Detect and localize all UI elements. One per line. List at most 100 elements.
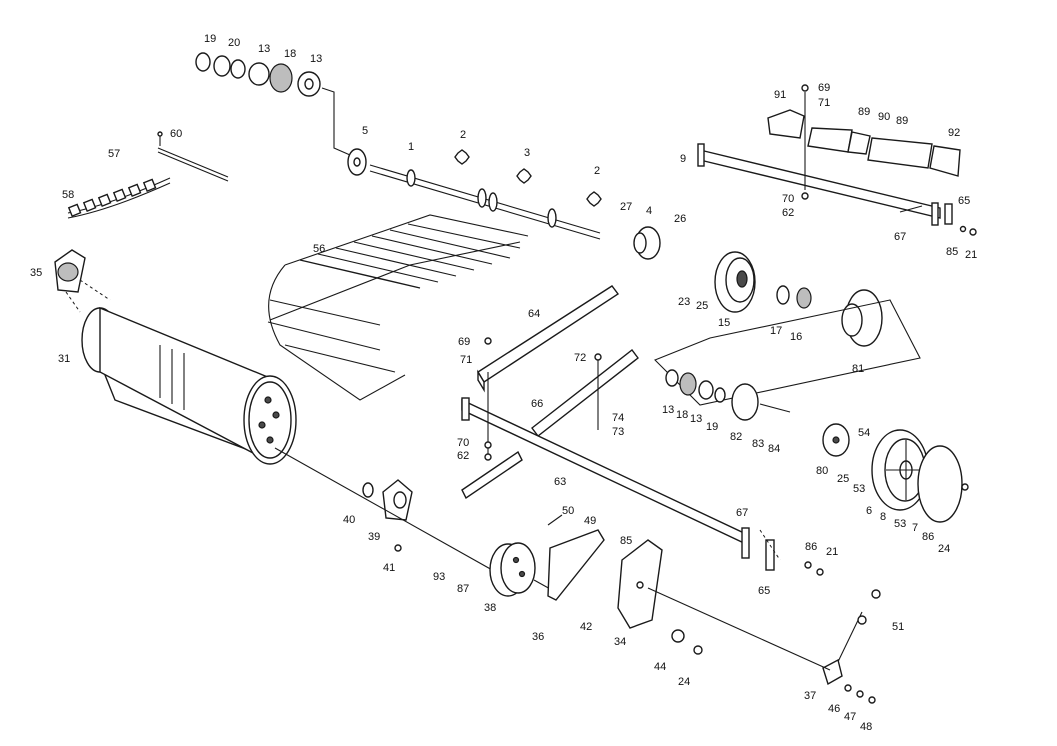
bearing-17-16 [776, 285, 812, 309]
callout-69a: 69 [818, 82, 830, 94]
callout-49: 49 [584, 515, 596, 527]
callout-67b: 67 [736, 507, 748, 519]
callout-86a: 86 [922, 531, 934, 543]
callout-8: 8 [880, 511, 886, 523]
callout-63: 63 [554, 476, 566, 488]
callout-81: 81 [852, 363, 864, 375]
arm-36 [547, 514, 605, 601]
callout-71a: 71 [818, 97, 830, 109]
slat-66 [531, 349, 639, 437]
callout-31: 31 [58, 353, 70, 365]
callout-91: 91 [774, 89, 786, 101]
callout-2a: 2 [460, 129, 466, 141]
callout-19a: 19 [204, 33, 216, 45]
callout-1: 1 [408, 141, 414, 153]
callout-40: 40 [343, 514, 355, 526]
callout-48: 48 [860, 721, 872, 733]
disc-7 [917, 445, 969, 523]
main-shaft [347, 148, 602, 240]
callout-82: 82 [730, 431, 742, 443]
callout-71b: 71 [460, 354, 472, 366]
plate-65-lower [759, 529, 824, 576]
callout-64: 64 [528, 308, 540, 320]
long-bar-63 [461, 337, 750, 559]
callout-46: 46 [828, 703, 840, 715]
callout-56: 56 [313, 243, 325, 255]
callout-17: 17 [770, 325, 782, 337]
callout-39: 39 [368, 531, 380, 543]
callout-93: 93 [433, 571, 445, 583]
callout-70a: 70 [782, 193, 794, 205]
washer-stack-top [195, 52, 351, 156]
conveyor-ladder [267, 214, 529, 401]
callout-84: 84 [768, 443, 780, 455]
callout-6: 6 [866, 505, 872, 517]
callout-24b: 24 [678, 676, 690, 688]
callout-24a: 24 [938, 543, 950, 555]
disc-38 [489, 542, 553, 597]
callout-62b: 62 [457, 450, 469, 462]
callout-16: 16 [790, 331, 802, 343]
callout-53a: 53 [853, 483, 865, 495]
callout-38: 38 [484, 602, 496, 614]
callout-37: 37 [804, 690, 816, 702]
callout-47: 47 [844, 711, 856, 723]
callout-3: 3 [524, 147, 530, 159]
chain-bar-left [67, 131, 229, 219]
callout-15: 15 [718, 317, 730, 329]
bracket-35 [54, 249, 111, 313]
callout-65a: 65 [958, 195, 970, 207]
callout-44: 44 [654, 661, 666, 673]
callout-80: 80 [816, 465, 828, 477]
callout-36: 36 [532, 631, 544, 643]
callout-20: 20 [228, 37, 240, 49]
hub-81 [841, 289, 883, 347]
callout-62a: 62 [782, 207, 794, 219]
callout-2b: 2 [594, 165, 600, 177]
callout-13a: 13 [258, 43, 270, 55]
callout-25b: 25 [837, 473, 849, 485]
callout-19b: 19 [706, 421, 718, 433]
callout-35: 35 [30, 267, 42, 279]
callout-34: 34 [614, 636, 626, 648]
callout-65b: 65 [758, 585, 770, 597]
arm-34 [617, 539, 703, 655]
callout-70b: 70 [457, 437, 469, 449]
callout-9: 9 [680, 153, 686, 165]
callout-58: 58 [62, 189, 74, 201]
callout-labels: 19 20 13 18 13 60 57 58 5 1 2 3 2 91 69 … [30, 33, 977, 733]
callout-27: 27 [620, 201, 632, 213]
callout-7: 7 [912, 522, 918, 534]
callout-23: 23 [678, 296, 690, 308]
callout-54: 54 [858, 427, 870, 439]
callout-26: 26 [674, 213, 686, 225]
callout-57: 57 [108, 148, 120, 160]
top-frame-bar [697, 84, 977, 236]
callout-66: 66 [531, 398, 543, 410]
callout-87: 87 [457, 583, 469, 595]
callout-42: 42 [580, 621, 592, 633]
callout-41: 41 [383, 562, 395, 574]
callout-73: 73 [612, 426, 624, 438]
callout-67a: 67 [894, 231, 906, 243]
pulley-15 [714, 251, 756, 313]
callout-50: 50 [562, 505, 574, 517]
callout-5: 5 [362, 125, 368, 137]
callout-13b: 13 [310, 53, 322, 65]
callout-74: 74 [612, 412, 624, 424]
hub-80 [822, 423, 850, 457]
callout-4: 4 [646, 205, 652, 217]
callout-90: 90 [878, 111, 890, 123]
pulley-6 [871, 429, 929, 511]
callout-53b: 53 [894, 518, 906, 530]
callout-89b: 89 [896, 115, 908, 127]
hub-4 [633, 226, 661, 260]
callout-18b: 18 [676, 409, 688, 421]
callout-85a: 85 [946, 246, 958, 258]
callout-60: 60 [170, 128, 182, 140]
callout-13c: 13 [662, 404, 674, 416]
rod-37 [647, 587, 881, 704]
callout-69b: 69 [458, 336, 470, 348]
callout-21a: 21 [965, 249, 977, 261]
